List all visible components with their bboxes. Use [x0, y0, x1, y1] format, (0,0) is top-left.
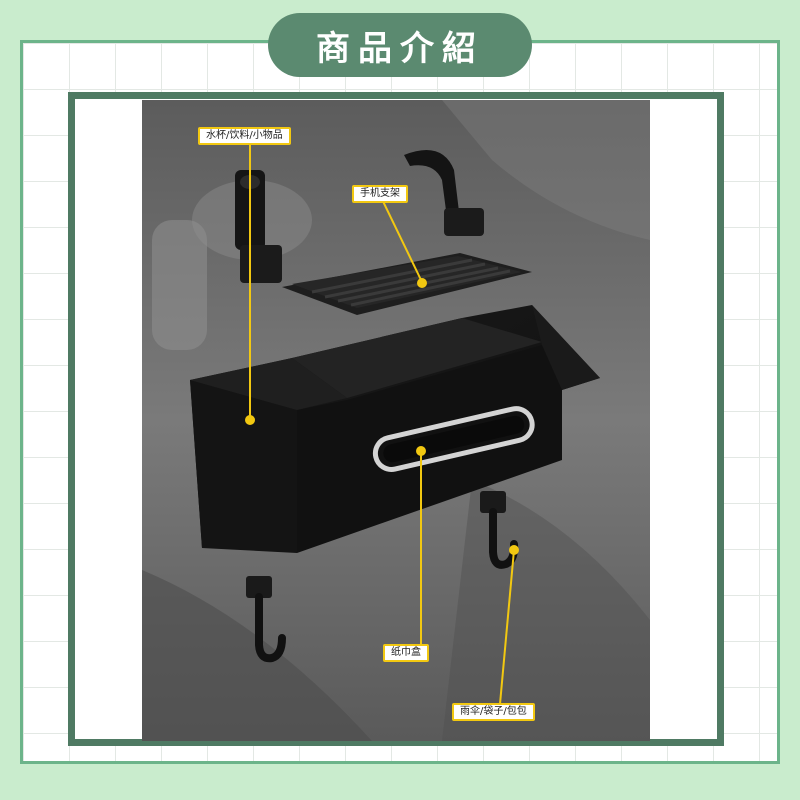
- callout-tissue-box: 纸巾盒: [383, 644, 429, 662]
- phone-tray-part: [282, 253, 532, 315]
- left-hook-part: [246, 576, 286, 663]
- organizer-box-part: [190, 305, 600, 553]
- section-title: 商品介紹: [268, 13, 532, 77]
- callout-phone-holder: 手机支架: [352, 185, 408, 203]
- callout-hooks: 雨伞/袋子/包包: [452, 703, 535, 721]
- product-illustration: [142, 100, 650, 741]
- callout-cup-holder: 水杯/饮料/小物品: [198, 127, 291, 145]
- callout-lines: [245, 137, 519, 705]
- spray-bottle-shape: [152, 220, 207, 350]
- product-exploded-view-photo: [142, 100, 650, 741]
- phone-clip-part: [404, 150, 484, 236]
